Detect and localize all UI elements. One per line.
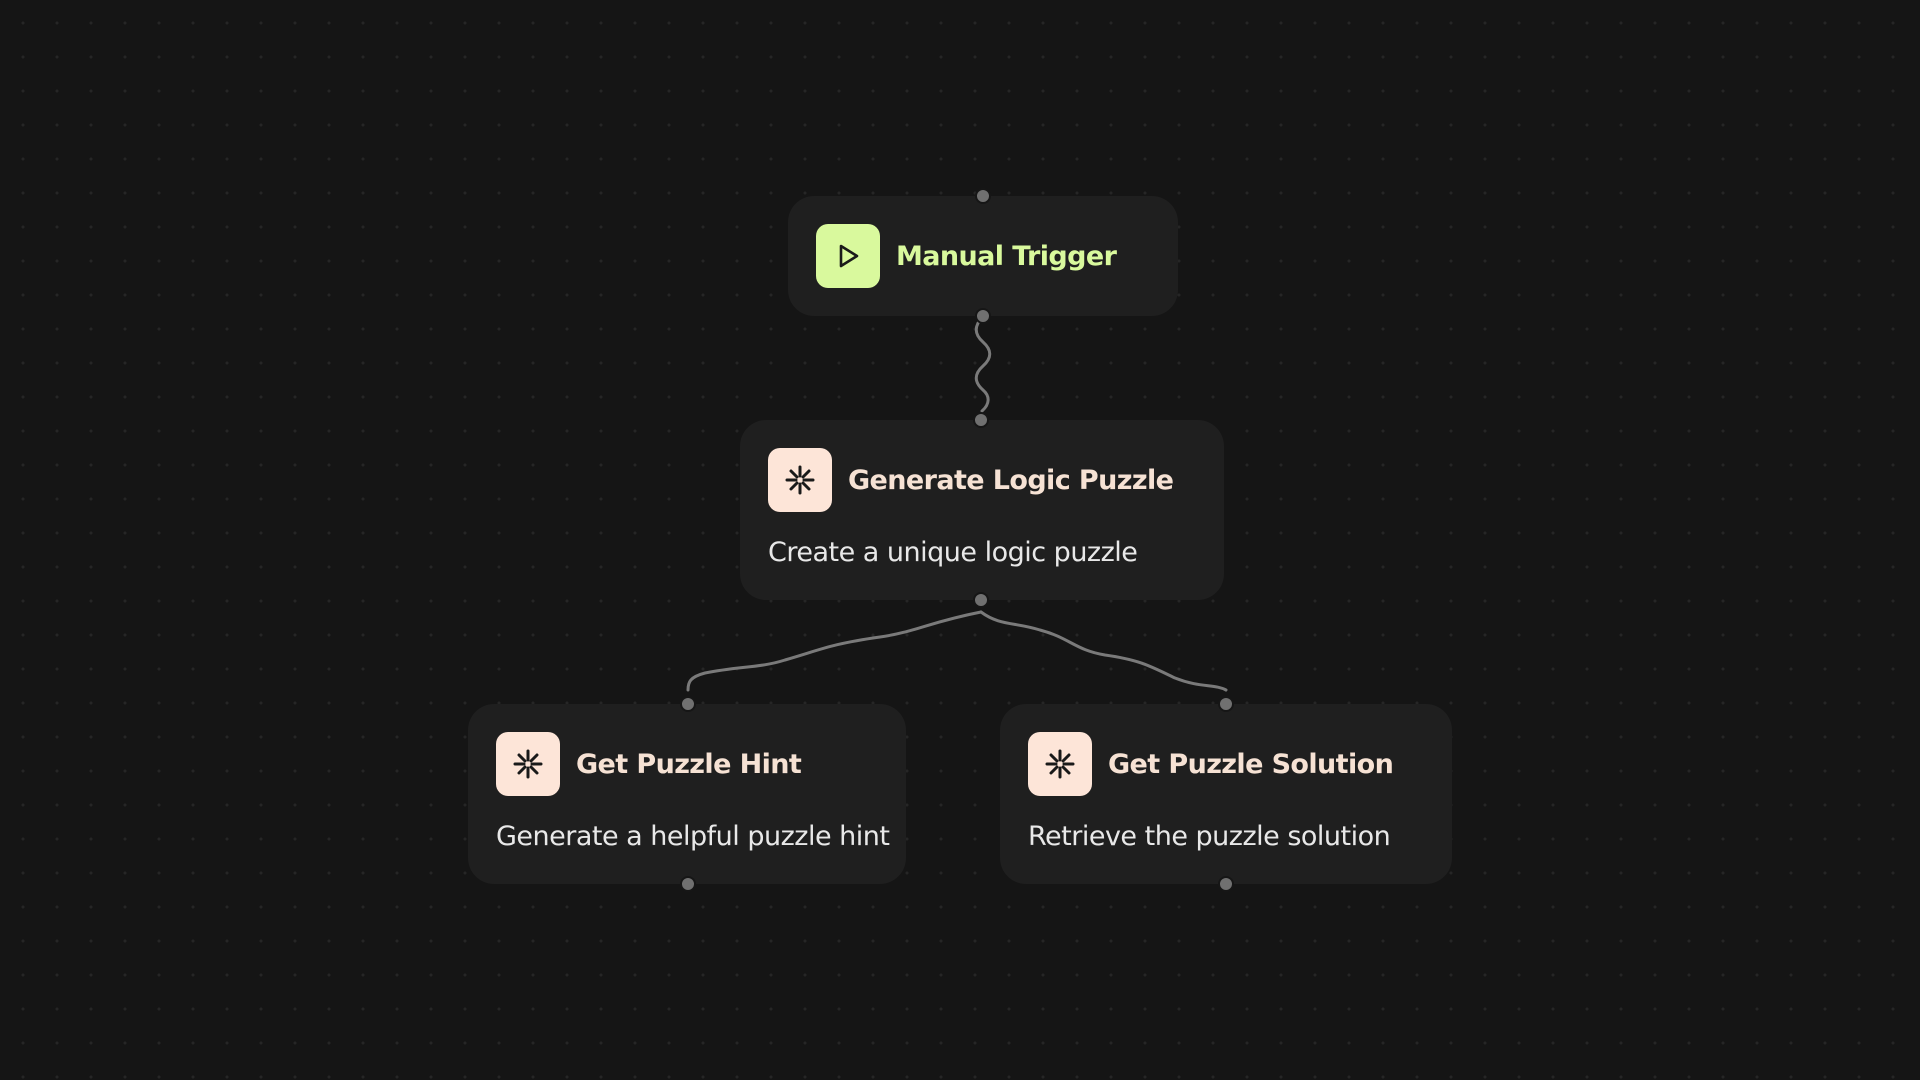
edge-generate-to-hint[interactable] [686, 610, 983, 692]
node-get-puzzle-hint[interactable]: Get Puzzle Hint Generate a helpful puzzl… [468, 704, 906, 884]
port-manual-trigger-input[interactable] [975, 188, 991, 204]
node-manual-trigger[interactable]: Manual Trigger [788, 196, 1178, 316]
asterisk-glyph [1045, 749, 1075, 779]
port-solution-input[interactable] [1218, 696, 1234, 712]
node-generate-logic-puzzle[interactable]: Generate Logic Puzzle Create a unique lo… [740, 420, 1224, 600]
sparkle-asterisk-icon [768, 448, 832, 512]
node-header: Get Puzzle Hint [496, 732, 802, 796]
asterisk-glyph [513, 749, 543, 779]
node-title: Generate Logic Puzzle [848, 464, 1174, 496]
edge-generate-to-solution[interactable] [979, 610, 1228, 692]
asterisk-glyph [785, 465, 815, 495]
play-icon-glyph [839, 244, 859, 268]
port-hint-output[interactable] [680, 876, 696, 892]
node-title: Get Puzzle Hint [576, 748, 802, 780]
node-description: Create a unique logic puzzle [768, 537, 1138, 568]
port-generate-output[interactable] [973, 592, 989, 608]
sparkle-asterisk-icon [496, 732, 560, 796]
port-generate-input[interactable] [973, 412, 989, 428]
node-header: Manual Trigger [816, 224, 1117, 288]
node-description: Generate a helpful puzzle hint [496, 821, 890, 852]
sparkle-asterisk-icon [1028, 732, 1092, 796]
edge-trigger-to-generate[interactable] [974, 314, 992, 413]
play-icon [816, 224, 880, 288]
node-title: Get Puzzle Solution [1108, 748, 1394, 780]
node-header: Get Puzzle Solution [1028, 732, 1394, 796]
node-get-puzzle-solution[interactable]: Get Puzzle Solution Retrieve the puzzle … [1000, 704, 1452, 884]
port-hint-input[interactable] [680, 696, 696, 712]
node-header: Generate Logic Puzzle [768, 448, 1174, 512]
node-description: Retrieve the puzzle solution [1028, 821, 1391, 852]
port-manual-trigger-output[interactable] [975, 308, 991, 324]
port-solution-output[interactable] [1218, 876, 1234, 892]
node-title: Manual Trigger [896, 240, 1117, 272]
